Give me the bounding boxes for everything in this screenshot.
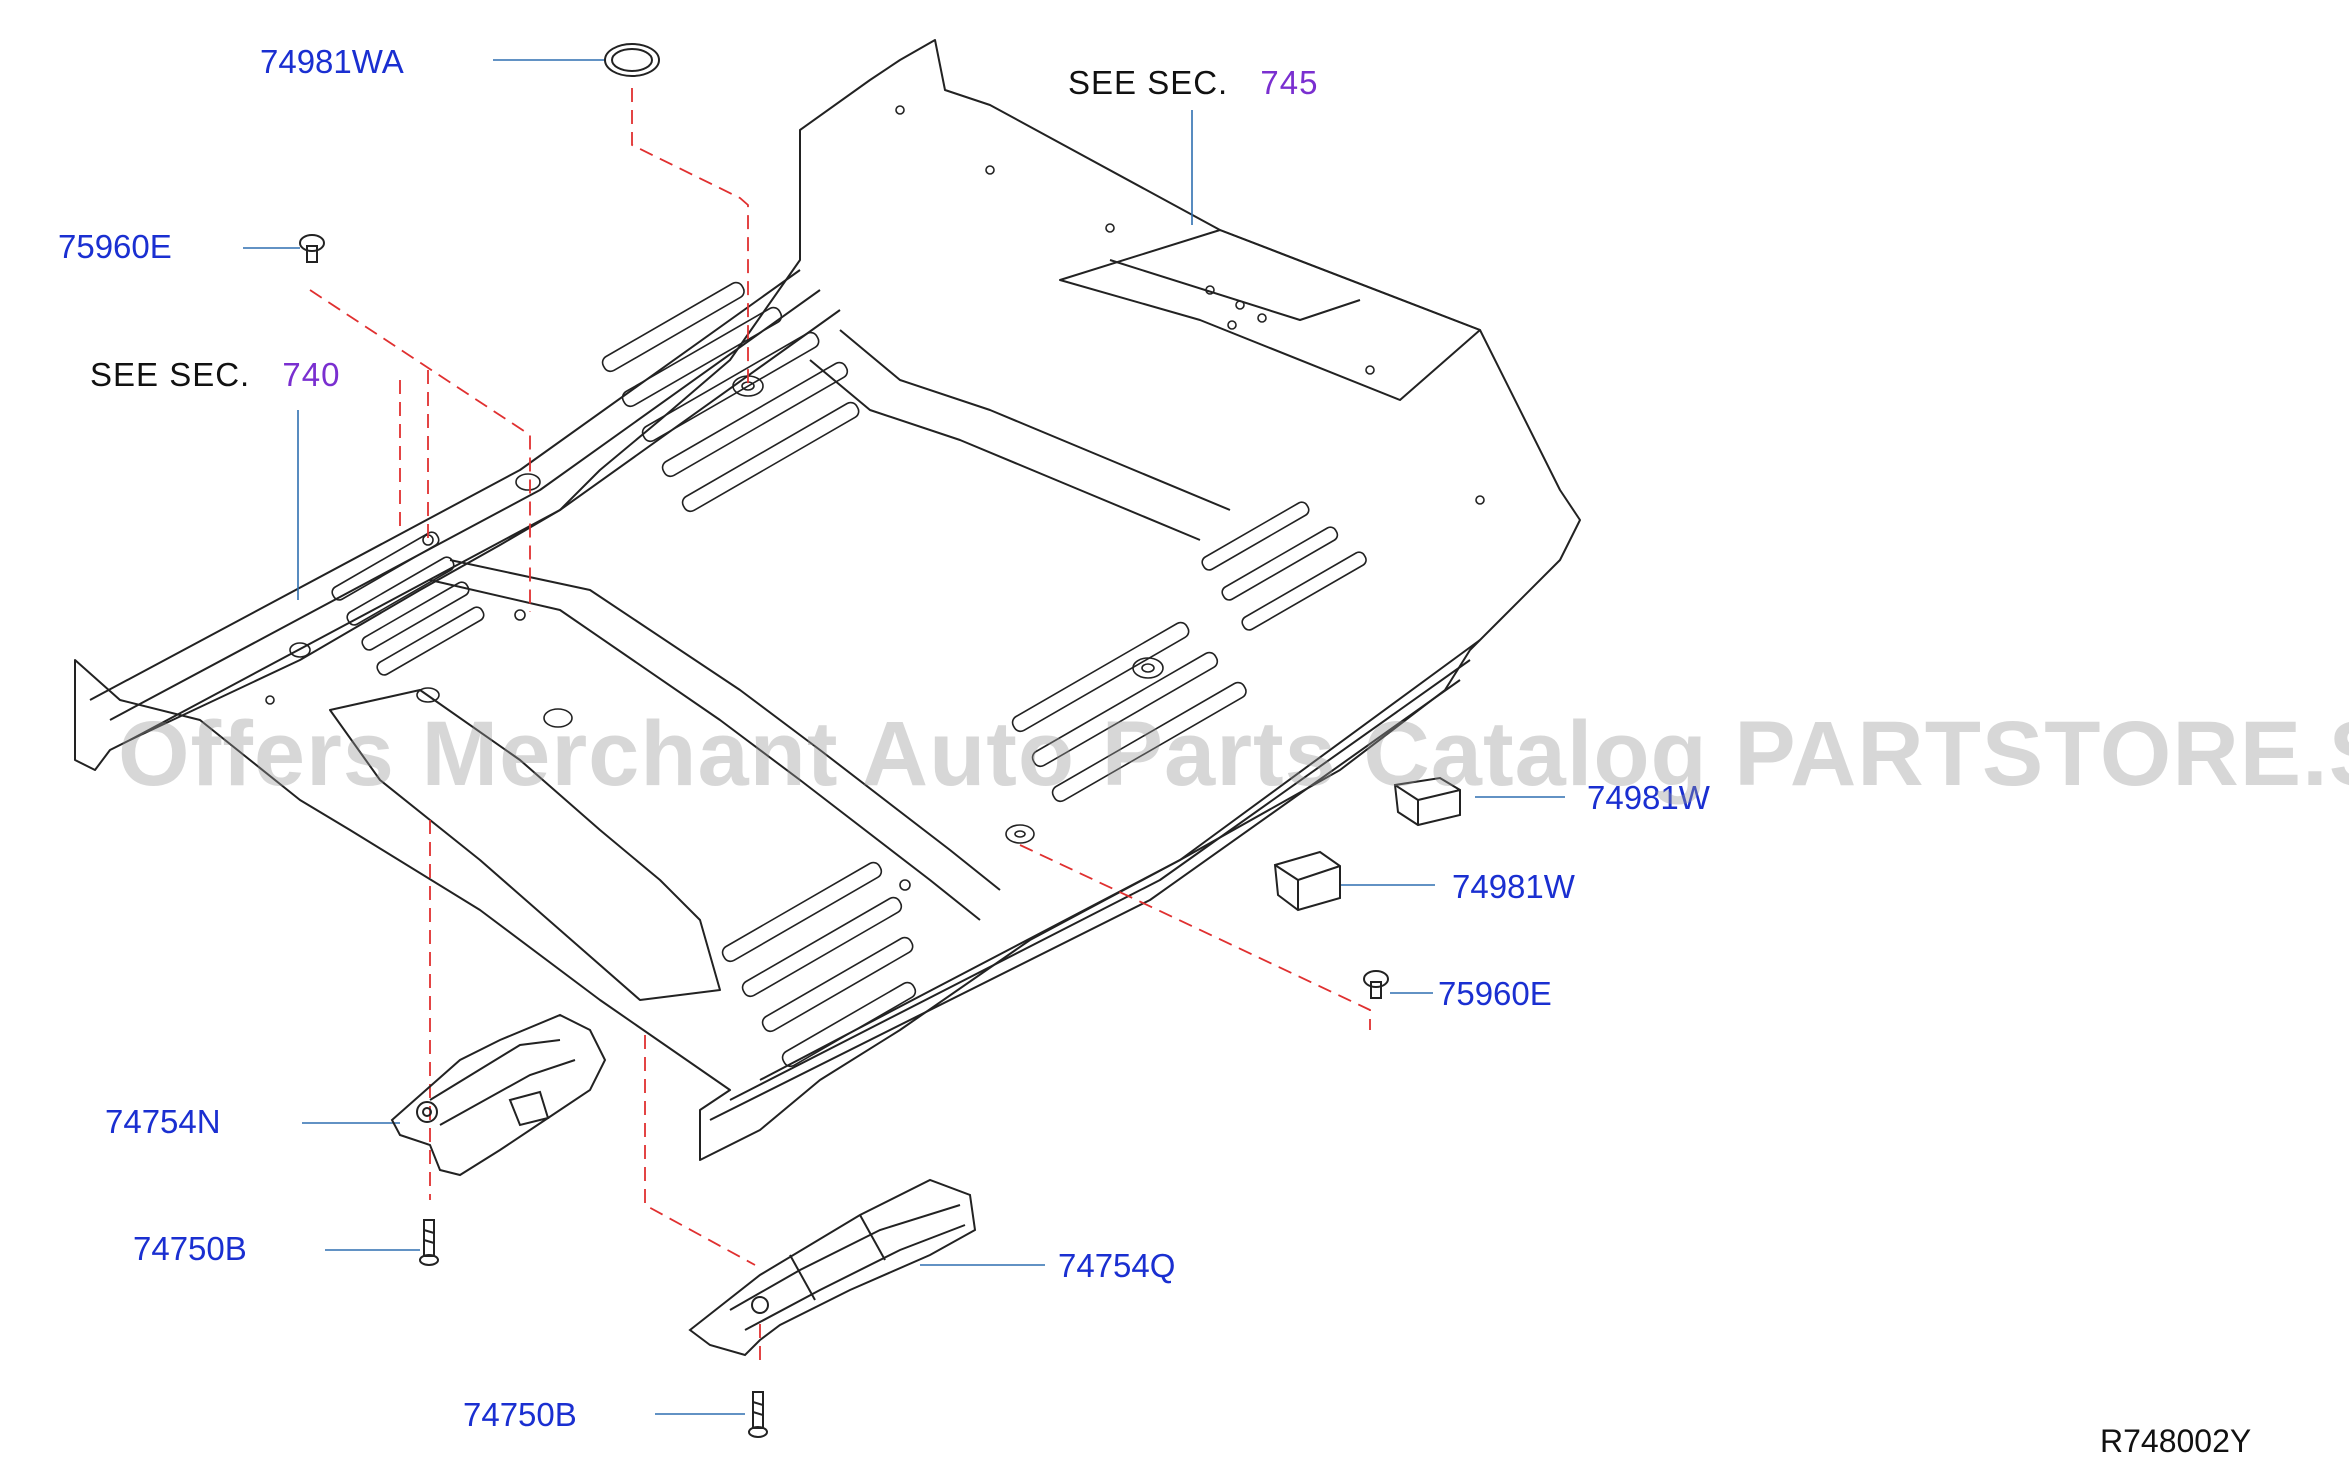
watermark: Offers Merchant Auto Parts Catalog PARTS… [118,703,2349,805]
insulator-74754q [688,1178,977,1357]
section-745-link[interactable]: 745 [1260,64,1319,101]
clip-75960e-right [1363,970,1389,999]
part-label-74750b-bottom[interactable]: 74750B [463,1396,577,1433]
part-label-75960e-right[interactable]: 75960E [1438,975,1552,1012]
part-label-74981w-upper[interactable]: 74981W [1587,779,1710,816]
grommet-74981wa [604,43,660,77]
see-section-740-prefix: SEE SEC. [90,356,251,393]
section-740-link[interactable]: 740 [282,356,341,393]
dashed-install-lines [309,88,1371,1360]
floor-panel-outline [74,39,1581,1161]
part-label-74754n[interactable]: 74754N [105,1103,221,1140]
floor-holes [265,105,1485,891]
floor-ribs [331,281,1367,1068]
plug-74981w-upper [1393,776,1461,827]
see-section-745-prefix: SEE SEC. [1068,64,1229,101]
part-label-74750b-left[interactable]: 74750B [133,1230,247,1267]
see-section-745: SEE SEC. 745 [1068,66,1318,99]
bolt-74750b-left [419,1219,439,1266]
part-label-75960e-top[interactable]: 75960E [58,228,172,265]
part-label-74981wa[interactable]: 74981WA [260,43,404,80]
leader-lines [243,59,1565,1415]
part-label-74981w-lower[interactable]: 74981W [1452,868,1575,905]
bolt-74750b-bottom [748,1391,768,1438]
clip-75960e-top [299,234,325,263]
part-label-74754q[interactable]: 74754Q [1058,1247,1176,1284]
drawing-code: R748002Y [2100,1423,2252,1459]
plug-74981w-lower [1273,850,1341,912]
insulator-74754n [390,1013,607,1177]
see-section-740: SEE SEC. 740 [90,358,340,391]
